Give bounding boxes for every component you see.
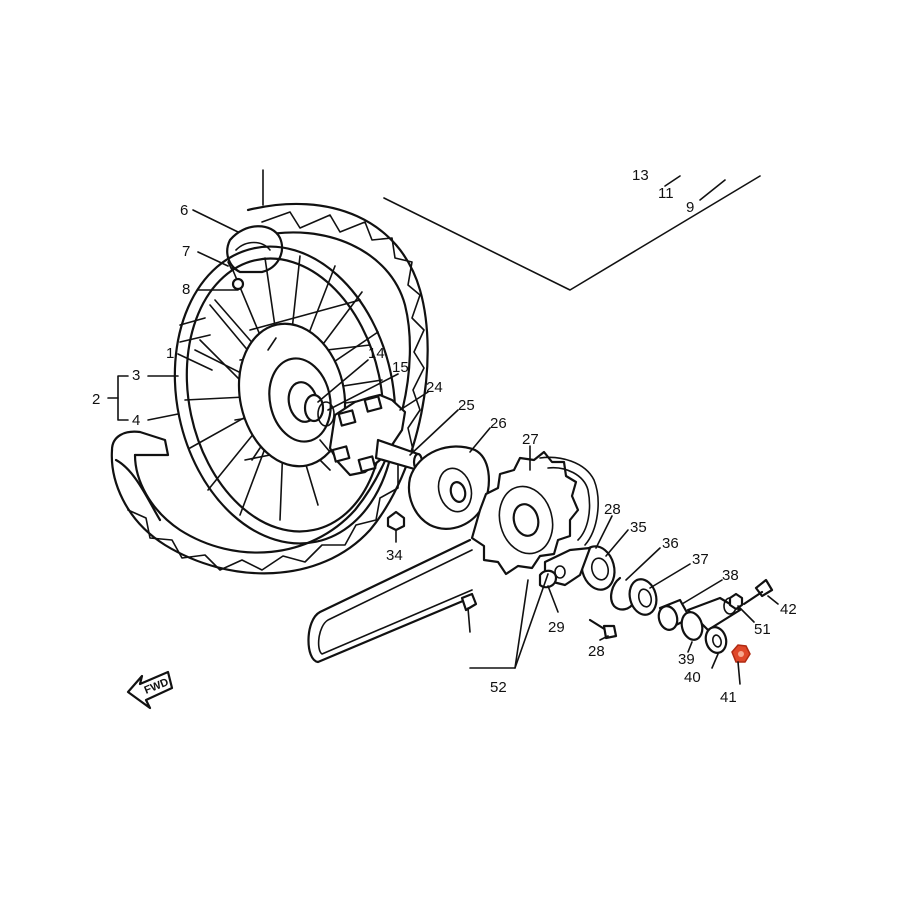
axle-nut-highlighted <box>731 644 751 663</box>
part-label-11: 13 <box>632 167 649 184</box>
part-label-10: 11 <box>658 185 674 202</box>
part-label-35: 36 <box>662 535 679 552</box>
part-label-42: 51 <box>754 621 771 638</box>
forward-direction-arrow: FWD <box>126 670 174 710</box>
part-label-15: 24 <box>426 379 443 396</box>
rim <box>173 245 397 545</box>
part-label-39: 40 <box>684 669 701 686</box>
part-label-9: 9 <box>686 199 694 216</box>
leader-lines <box>107 175 779 685</box>
part-label-27: 28 <box>588 643 605 660</box>
part-label-1: 1 <box>166 345 174 362</box>
part-label-38: 39 <box>678 651 695 668</box>
part-labels: 6 7 8 1 3 2 4 14 15 24 25 26 27 28 35 36… <box>92 167 797 706</box>
part-label-6: 6 <box>180 202 188 219</box>
sprocket-hub <box>407 445 490 530</box>
chain-puller <box>538 546 592 589</box>
part-label-37: 38 <box>722 567 739 584</box>
part-label-41: 42 <box>780 601 797 618</box>
rear-sprocket <box>470 450 580 576</box>
washer <box>704 626 728 654</box>
adjusting-bolt <box>742 578 774 606</box>
part-label-28-top: 28 <box>604 501 621 518</box>
reference-lines <box>179 169 761 343</box>
part-label-51: 52 <box>490 679 507 696</box>
part-label-36: 37 <box>692 551 709 568</box>
part-label-29: 34 <box>386 547 403 564</box>
part-label-34: 35 <box>630 519 647 536</box>
part-label-24: 25 <box>458 397 475 414</box>
circlip <box>610 576 636 611</box>
part-label-13: 14 <box>368 345 385 362</box>
clutch-hub-damper <box>328 393 407 477</box>
bearing <box>628 578 658 616</box>
oil-seal <box>580 545 616 591</box>
axle-block <box>680 596 742 641</box>
rim-band-and-valve <box>227 261 245 291</box>
nut <box>386 510 406 532</box>
part-label-8: 8 <box>182 281 190 298</box>
part-label-14: 15 <box>392 359 409 376</box>
lock-nut <box>728 592 744 611</box>
part-label-7: 7 <box>182 243 190 260</box>
part-label-26: 27 <box>522 431 539 448</box>
part-label-28-bottom: 29 <box>548 619 565 636</box>
drive-chain <box>307 456 599 664</box>
part-label-3: 3 <box>132 367 140 384</box>
part-label-2: 2 <box>92 391 100 408</box>
part-label-4: 4 <box>132 412 140 429</box>
part-label-25: 26 <box>490 415 507 432</box>
part-label-40: 41 <box>720 689 737 706</box>
chain-joint <box>460 592 478 612</box>
bolt <box>588 618 618 640</box>
